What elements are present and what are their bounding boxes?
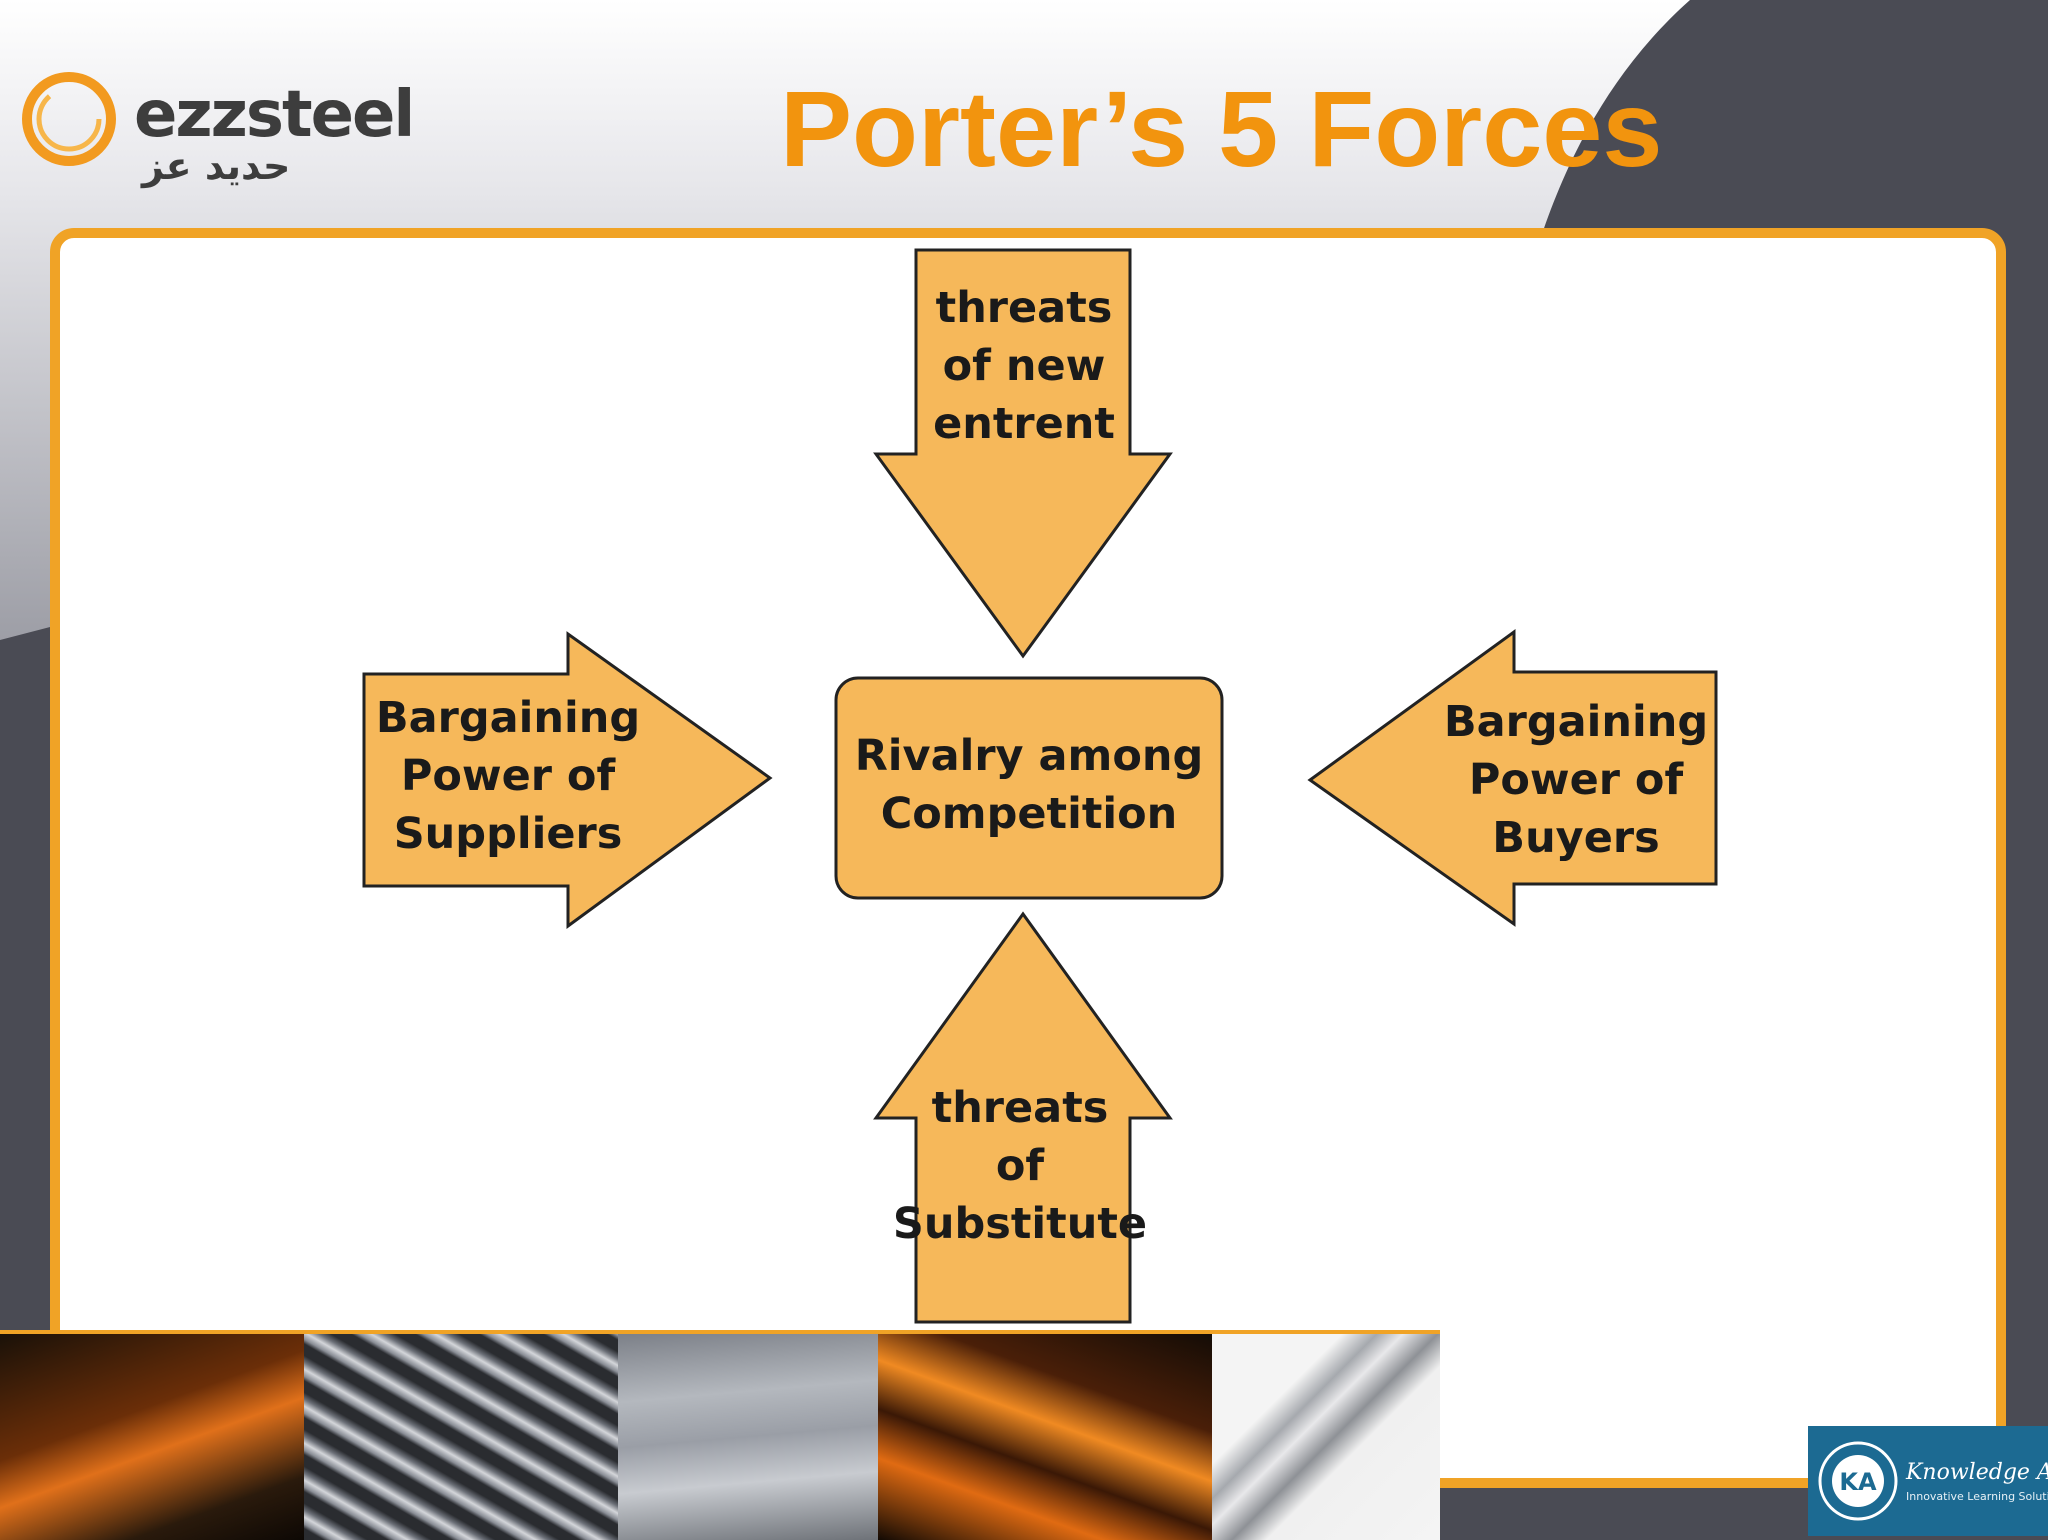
right-label-line-3: Buyers — [1492, 813, 1659, 863]
arrow-bottom-substitutes — [873, 911, 1173, 1324]
photo-steel-sheets — [618, 1334, 878, 1540]
arrow-right-buyers — [1307, 629, 1718, 927]
left-label-line-3: Suppliers — [394, 809, 623, 859]
photo-rebar-pieces — [1212, 1334, 1440, 1540]
arrow-left-suppliers — [362, 631, 773, 929]
top-label-line-2: of new — [943, 341, 1106, 391]
logo-arabic: حديد عز — [142, 144, 291, 188]
ezzsteel-logo: ezzsteel حديد عز — [14, 58, 434, 198]
top-label-line-3: entrent — [933, 399, 1115, 449]
ka-initials: KA — [1839, 1468, 1877, 1496]
center-label-line-2: Competition — [881, 789, 1178, 839]
steel-photo-strip — [0, 1330, 1440, 1540]
slide-title: Porter’s 5 Forces — [780, 68, 1663, 189]
ka-subtitle: Innovative Learning Solutions — [1906, 1490, 2048, 1503]
photo-steel-cutting — [0, 1334, 304, 1540]
logo-wordmark: ezzsteel — [134, 78, 415, 152]
bottom-label-line-3: Substitute — [893, 1199, 1147, 1249]
ka-title: Knowledge Academy — [1906, 1460, 2048, 1485]
right-label-line-2: Power of — [1469, 755, 1685, 805]
left-label-line-2: Power of — [401, 751, 617, 801]
photo-rebar-bundle — [304, 1334, 618, 1540]
ka-seal-icon: KA — [1818, 1441, 1898, 1521]
center-label-line-1: Rivalry among — [855, 731, 1204, 781]
center-rivalry-box — [834, 676, 1224, 900]
bottom-label-line-2: of — [996, 1141, 1046, 1191]
left-label-line-1: Bargaining — [376, 693, 640, 743]
top-label-line-1: threats — [936, 283, 1113, 333]
right-label-line-1: Bargaining — [1444, 697, 1708, 747]
knowledge-academy-badge: KA Knowledge Academy Innovative Learning… — [1808, 1426, 2048, 1536]
bottom-label-line-1: threats — [932, 1083, 1109, 1133]
arrow-top-new-entrants — [873, 248, 1173, 659]
logo-ring-icon — [22, 72, 116, 166]
photo-hot-steel — [878, 1334, 1212, 1540]
